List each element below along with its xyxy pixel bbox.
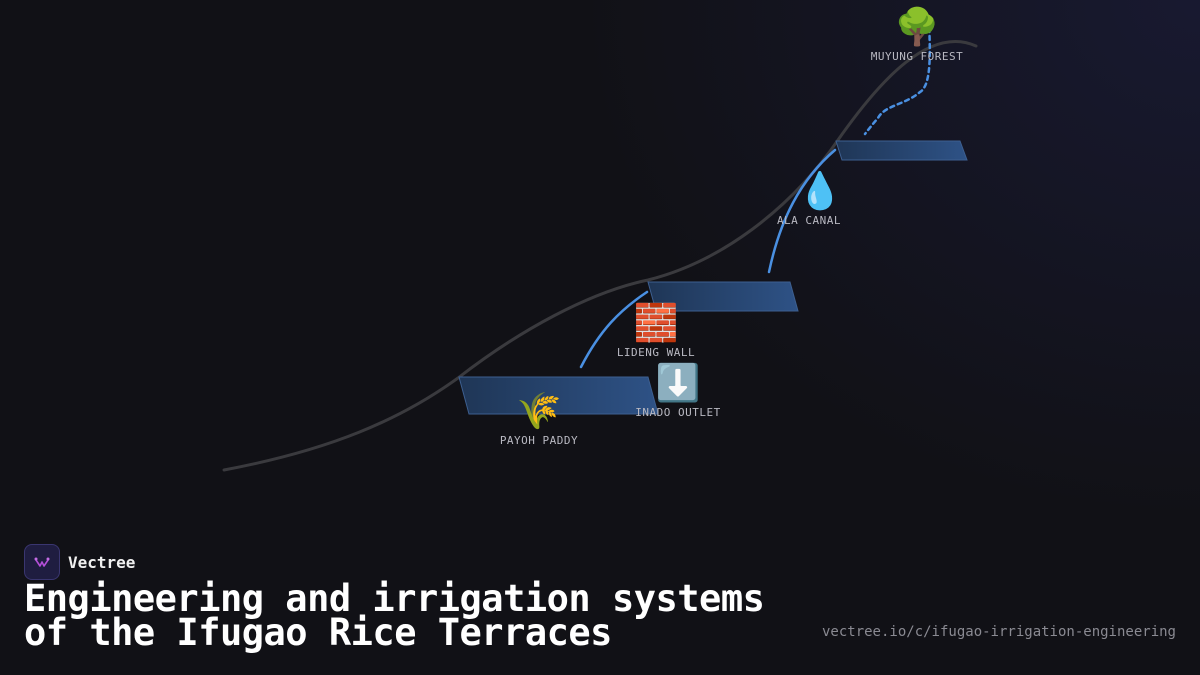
- node-label: LIDENG WALL: [616, 346, 696, 359]
- node-label: PAYOH PADDY: [499, 434, 579, 447]
- title-line-2: of the Ifugao Rice Terraces: [24, 611, 612, 654]
- node-label: INADO OUTLET: [635, 406, 721, 419]
- brick-wall-icon: 🧱: [633, 303, 679, 344]
- rice-plant-icon: 🌾: [516, 391, 562, 432]
- node-ala-canal: 💧 ALA CANAL: [760, 171, 880, 228]
- brand-name: Vectree: [68, 552, 136, 572]
- hillside-terrain-line: [222, 39, 978, 472]
- terrace-middle: [647, 281, 799, 312]
- tree-icon: 🌳: [894, 7, 940, 48]
- water-channel-lower: [579, 290, 649, 369]
- node-inado-outlet: ⬇️ INADO OUTLET: [618, 363, 738, 420]
- water-channel-middle: [767, 148, 837, 274]
- terrace-lower: [458, 376, 659, 415]
- terrace-upper: [835, 140, 968, 161]
- page-title: Engineering and irrigation systems of th…: [24, 577, 765, 654]
- title-line-1: Engineering and irrigation systems: [24, 577, 765, 620]
- water-channel-forest-dashed: [863, 18, 932, 136]
- node-label: MUYUNG FOREST: [870, 50, 964, 63]
- node-muyung-forest: 🌳 MUYUNG FOREST: [857, 7, 977, 64]
- water-drop-icon: 💧: [797, 171, 843, 212]
- node-lideng-wall: 🧱 LIDENG WALL: [596, 303, 716, 360]
- vectree-logo-icon: [24, 544, 60, 580]
- node-label: ALA CANAL: [776, 214, 842, 227]
- node-payoh-paddy: 🌾 PAYOH PADDY: [479, 391, 599, 448]
- source-url[interactable]: vectree.io/c/ifugao-irrigation-engineeri…: [821, 624, 1176, 640]
- brand[interactable]: Vectree: [24, 544, 135, 580]
- down-arrow-icon: ⬇️: [655, 363, 701, 404]
